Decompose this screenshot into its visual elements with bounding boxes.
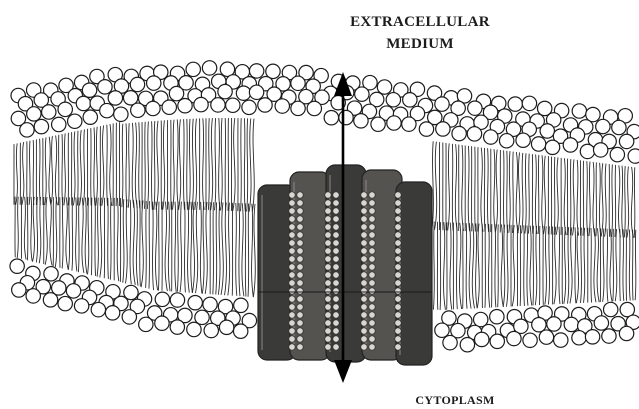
- extracellular-label: EXTRACELLULAR: [300, 14, 540, 31]
- channel-subunit: [326, 165, 366, 362]
- channel-subunit: [290, 172, 330, 360]
- channel-subunit: [396, 182, 432, 365]
- cytoplasm-label: CYTOPLASM: [380, 393, 530, 408]
- medium-label: MEDIUM: [340, 36, 500, 53]
- ion-channel-protein: [258, 165, 432, 365]
- upper-leaflet-heads: [11, 61, 639, 164]
